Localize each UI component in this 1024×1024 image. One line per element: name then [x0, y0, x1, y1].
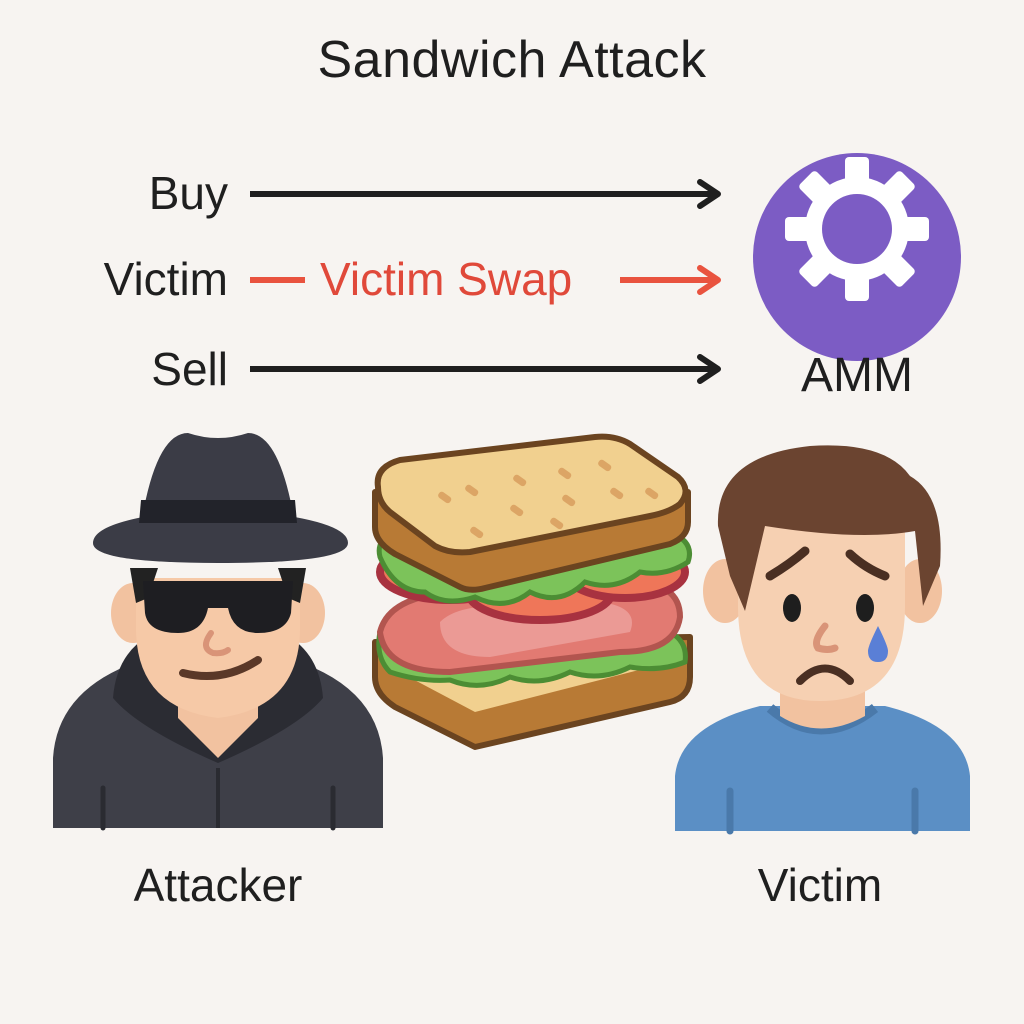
sell-label: Sell	[151, 343, 228, 395]
victim-label: Victim	[757, 859, 883, 911]
sandwich-icon	[372, 433, 693, 750]
buy-label: Buy	[148, 167, 228, 219]
amm-label: AMM	[801, 349, 913, 402]
sell-arrow	[250, 354, 721, 384]
buy-arrow	[250, 179, 721, 209]
spy-attacker-icon	[53, 433, 383, 831]
sad-victim-icon	[675, 445, 970, 835]
diagram-title: Sandwich Attack	[317, 31, 707, 89]
victim-swap-label: Victim Swap	[320, 253, 573, 305]
gear-icon	[753, 153, 961, 361]
victim-row-label: Victim	[103, 253, 228, 305]
victim-swap-arrow	[250, 265, 721, 295]
attacker-label: Attacker	[133, 859, 303, 911]
